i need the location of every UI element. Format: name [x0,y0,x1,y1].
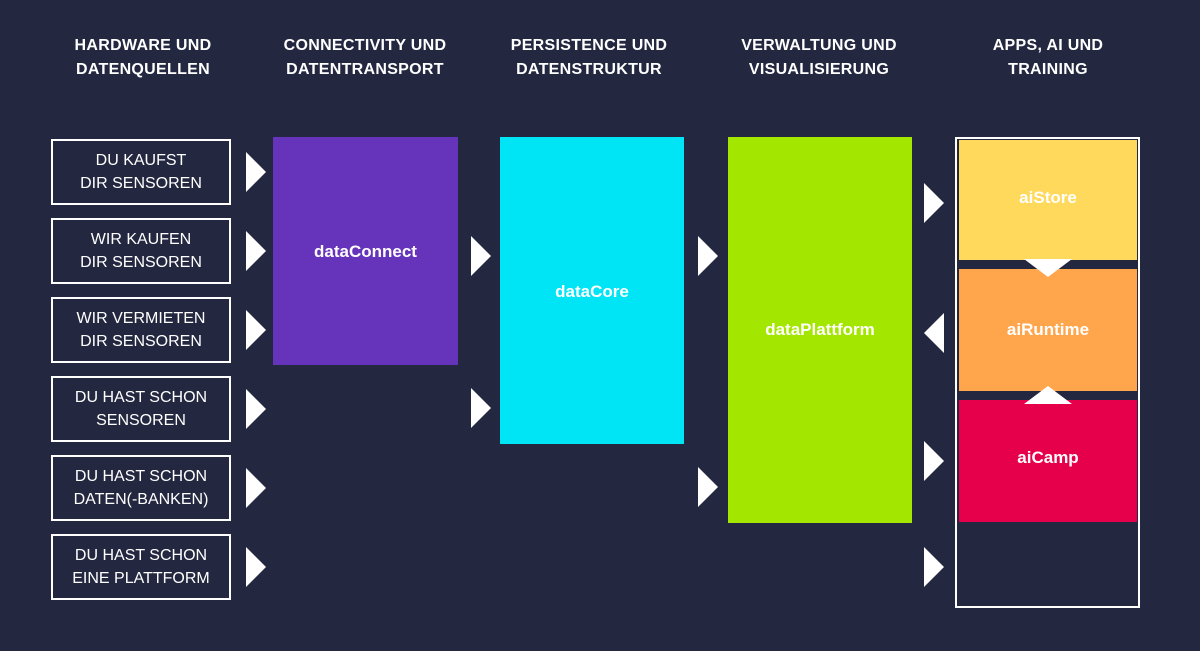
ai-runtime-label: aiRuntime [1006,320,1090,339]
data-connect-block: dataConnect [273,137,458,365]
header-verwaltung: VERWALTUNG UND VISUALISIERUNG [741,37,897,78]
header-hardware: HARDWARE UND DATENQUELLEN [74,37,212,78]
data-plattform-block: dataPlattform [728,137,912,523]
arrow-right-icon [246,389,266,429]
source-box-vermieten: WIR VERMIETEN DIR SENSOREN [51,297,231,363]
arrow-left-icon [924,313,944,353]
header-connectivity: CONNECTIVITY UND DATENTRANSPORT [283,37,447,78]
ai-camp-block: aiCamp [959,400,1137,522]
arrow-right-icon [246,231,266,271]
arrow-right-icon [246,152,266,192]
ai-store-block: aiStore [959,140,1137,260]
arrow-right-icon [698,236,718,276]
data-plattform-label: dataPlattform [765,320,875,339]
arrow-right-icon [246,468,266,508]
header-persistence: PERSISTENCE UND DATENSTRUKTUR [510,37,668,78]
ai-store-label: aiStore [1019,188,1077,207]
arrow-right-icon [471,236,491,276]
arrow-right-icon [924,441,944,481]
arrow-right-icon [246,547,266,587]
arrow-right-icon [924,547,944,587]
source-box-kaufst: DU KAUFST DIR SENSOREN [51,139,231,205]
data-core-label: dataCore [555,282,629,301]
source-box-plattform: DU HAST SCHON EINE PLATTFORM [51,534,231,600]
header-apps: APPS, AI UND TRAINING [992,37,1104,78]
data-core-block: dataCore [500,137,684,444]
source-box-kaufen: WIR KAUFEN DIR SENSOREN [51,218,231,284]
ai-camp-label: aiCamp [1017,448,1079,467]
ai-runtime-block: aiRuntime [959,269,1137,391]
apps-frame [955,137,1140,608]
source-box-datenbanken: DU HAST SCHON DATEN(-BANKEN) [51,455,231,521]
data-connect-label: dataConnect [314,242,417,261]
source-box-sensoren: DU HAST SCHON SENSOREN [51,376,231,442]
arrow-right-icon [924,183,944,223]
triangle-down-icon [1024,259,1072,277]
triangle-up-icon [1024,386,1072,404]
arrow-right-icon [246,310,266,350]
arrow-right-icon [698,467,718,507]
arrow-right-icon [471,388,491,428]
